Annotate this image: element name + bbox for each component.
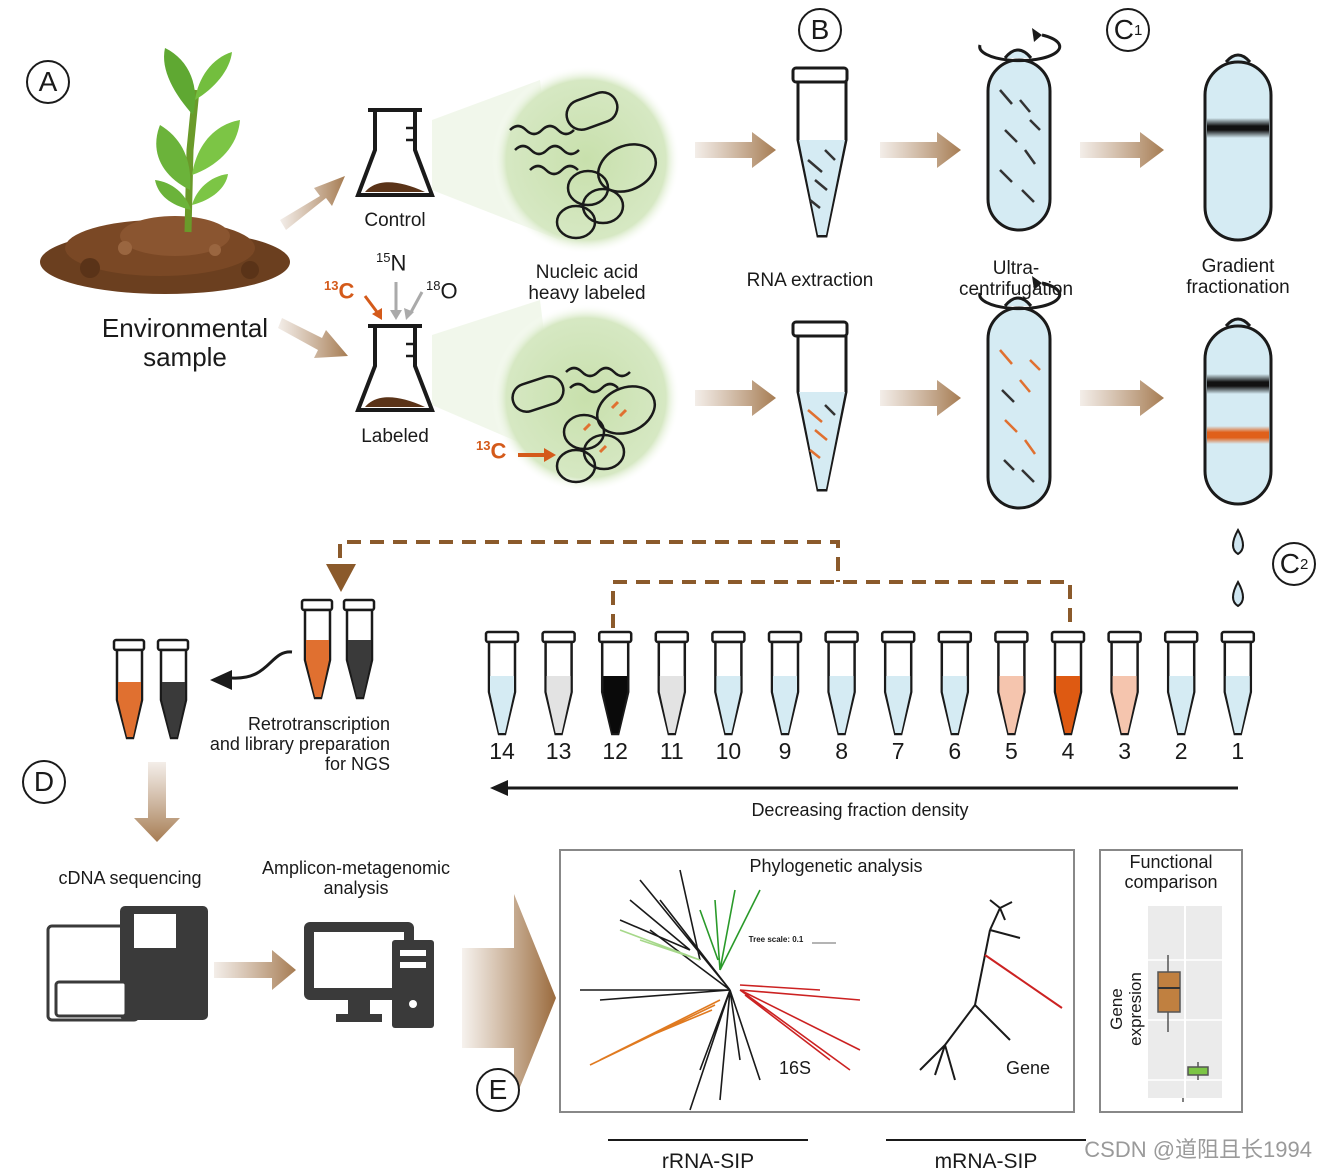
ultracentrifugation-label: Ultra- centrifugation [958, 258, 1074, 301]
nucleic-acid-label: Nucleic acid heavy labeled [528, 262, 646, 305]
process-arrows-bottom [695, 380, 1164, 416]
fraction-tube-2 [1163, 630, 1199, 736]
mrna-sip-label: mRNA-SIP [934, 1150, 1038, 1173]
functional-comparison-label: Functional comparison [1124, 852, 1218, 893]
amplicon-analysis-label: Amplicon-metagenomic analysis [261, 858, 451, 899]
gradient-tube-labeled [1203, 317, 1273, 506]
fraction-number-10: 10 [715, 738, 742, 764]
computer-icon [304, 922, 434, 1028]
rna-extraction-tube-control [791, 66, 849, 238]
retro-arrow [231, 650, 293, 680]
fraction-number-12: 12 [602, 738, 628, 764]
ngs-library-tubes [112, 638, 190, 740]
fraction-tube-11 [654, 630, 690, 736]
fraction-number-2: 2 [1174, 738, 1188, 764]
watermark: CSDN @道阻且长1994 [1084, 1137, 1312, 1162]
retrotranscription-label: Retrotranscription and library preparati… [209, 714, 390, 775]
fraction-number-8: 8 [835, 738, 848, 764]
control-flask [355, 108, 435, 197]
rrna-sip-label: rRNA-SIP [661, 1150, 755, 1173]
c13-isotope: 13C [324, 278, 355, 304]
control-label: Control [364, 210, 426, 231]
labeled-cell-circle [492, 304, 680, 492]
density-arrow-head [490, 780, 508, 796]
fraction-tube-1 [1220, 630, 1256, 736]
tree-16s [580, 869, 861, 1111]
pooled-fraction-tubes [300, 598, 376, 700]
gene-expression-axis-label: Gene expresion [1106, 972, 1145, 1046]
fraction-tube-12 [597, 630, 633, 736]
labeled-label: Labeled [361, 426, 429, 447]
rna-extraction-label: RNA extraction [746, 270, 874, 291]
boxplot [1148, 906, 1222, 1102]
tree-gene-label: Gene [1005, 1058, 1051, 1078]
fraction-number-6: 6 [948, 738, 962, 764]
fraction-tube-8 [824, 630, 859, 736]
panel-label-e: E [476, 1068, 520, 1112]
environmental-sample-illustration [40, 48, 290, 294]
tree-scale-label: Tree scale: 0.1 [748, 935, 804, 944]
ultracentrifuge-tube-control [978, 28, 1062, 232]
fraction-tube-4 [1050, 630, 1086, 736]
arrow-to-labeled [278, 318, 348, 358]
fraction-tube-6 [937, 630, 973, 736]
decreasing-density-label: Decreasing fraction density [751, 800, 969, 820]
arrow-to-control [280, 176, 345, 230]
fraction-tube-5 [994, 630, 1029, 736]
fraction-tube-9 [767, 630, 803, 736]
c13-cell-isotope: 13C [476, 438, 507, 464]
fraction-tube-10 [711, 630, 746, 736]
fraction-number-13: 13 [545, 738, 572, 764]
phylogenetic-analysis-label: Phylogenetic analysis [749, 856, 923, 876]
fraction-number-7: 7 [891, 738, 905, 764]
fraction-number-11: 11 [659, 738, 684, 764]
panel-label-b: B [798, 8, 842, 52]
dashed-arrow-head [326, 564, 356, 592]
arrow-to-analysis [462, 894, 556, 1102]
ultracentrifuge-tube-labeled [978, 276, 1062, 510]
fraction-number-5: 5 [1004, 738, 1018, 764]
arrow-to-sequencing [134, 762, 180, 842]
fraction-tube-7 [880, 630, 916, 736]
control-cell-circle [492, 66, 680, 254]
tree-16s-label: 16S [778, 1058, 812, 1078]
tree-gene [919, 899, 1063, 1081]
process-arrows-top [695, 132, 1164, 168]
panel-label-a: A [26, 60, 70, 104]
panel-label-d: D [22, 760, 66, 804]
drop-1 [1232, 527, 1244, 556]
fraction-tube-14 [484, 630, 520, 736]
fraction-number-14: 14 [489, 738, 515, 764]
fraction-tube-3 [1107, 630, 1142, 736]
rna-extraction-tube-labeled [791, 320, 849, 492]
fraction-number-4: 4 [1061, 738, 1075, 764]
fraction-tube-13 [541, 630, 576, 736]
o18-isotope: 18O [426, 278, 458, 304]
sequencer-icon [46, 906, 208, 1022]
fraction-number-1: 1 [1231, 738, 1245, 764]
fraction-tubes [484, 630, 1256, 736]
fraction-selection-dashes [338, 540, 1072, 628]
cdna-sequencing-label: cDNA sequencing [58, 868, 202, 888]
gradient-tube-control [1203, 53, 1273, 242]
phylogenetic-box [559, 849, 1075, 1113]
n15-isotope: 15N [376, 250, 407, 276]
arrow-to-computer [214, 950, 296, 990]
labeled-flask [355, 324, 435, 412]
environmental-sample-label: Environmental sample [101, 313, 269, 373]
drop-2 [1232, 579, 1244, 608]
gradient-fractionation-label: Gradient fractionation [1186, 256, 1290, 299]
fraction-number-3: 3 [1118, 738, 1131, 764]
fraction-number-9: 9 [778, 738, 792, 764]
